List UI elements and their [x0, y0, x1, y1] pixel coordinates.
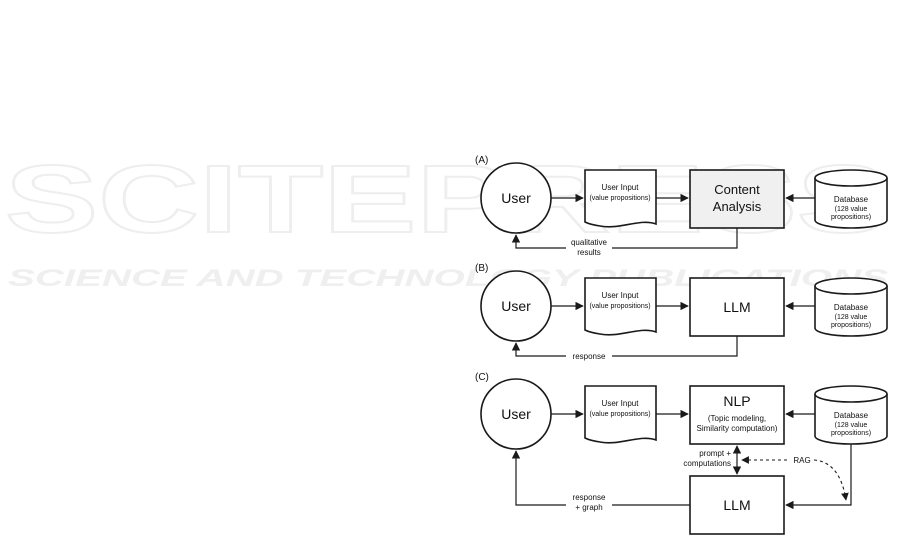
nlp-detail-2: Similarity computation) — [697, 424, 778, 433]
nlp-title: NLP — [723, 393, 750, 409]
content-analysis-label-1: Content — [714, 182, 760, 197]
database-sublabel-1: (128 value — [835, 314, 868, 321]
database-node — [814, 169, 888, 229]
database-sublabel-2: propositions) — [831, 214, 871, 221]
user-input-sublabel: (value propositions) — [589, 195, 650, 202]
feedback-label-2: + graph — [575, 503, 602, 512]
prompt-label-1: prompt + — [699, 449, 731, 458]
user-input-sublabel: (value propositions) — [589, 411, 650, 418]
database-sublabel-1: (128 value — [835, 206, 868, 213]
user-label: User — [501, 406, 531, 422]
user-input-label: User Input — [602, 183, 640, 192]
database-sublabel-2: propositions) — [831, 322, 871, 329]
database-sublabel-1: (128 value — [835, 422, 868, 429]
feedback-line-right — [612, 228, 738, 249]
panel-a-label: (A) — [475, 155, 488, 166]
content-analysis-label-2: Analysis — [713, 199, 762, 214]
content-analysis-box — [689, 169, 785, 229]
llm-label: LLM — [723, 299, 750, 315]
feedback-label-1: response — [573, 493, 606, 502]
user-label: User — [501, 298, 531, 314]
prompt-label-2: computations — [683, 459, 731, 468]
database-node — [814, 277, 888, 337]
panel-b: (B) User User Input (value propositions)… — [475, 263, 888, 361]
user-input-document — [584, 385, 657, 444]
feedback-label-2: results — [577, 248, 601, 257]
database-label: Database — [834, 303, 869, 312]
feedback-arrow-left — [511, 450, 566, 506]
feedback-arrow-left — [511, 234, 566, 249]
panel-c: (C) User User Input (value propositions)… — [475, 372, 888, 535]
feedback-arrow-left — [511, 342, 566, 357]
user-input-label: User Input — [602, 291, 640, 300]
feedback-label: response — [573, 352, 606, 361]
rag-dashed-right — [813, 459, 849, 501]
database-label: Database — [834, 411, 869, 420]
nlp-box — [689, 385, 785, 445]
user-input-sublabel: (value propositions) — [589, 303, 650, 310]
rag-label: RAG — [793, 456, 810, 465]
user-input-document — [584, 169, 657, 228]
user-input-document — [584, 277, 657, 336]
llm-box — [689, 475, 785, 535]
panel-b-label: (B) — [475, 263, 488, 274]
nlp-detail-1: (Topic modeling, — [708, 414, 766, 423]
panel-c-label: (C) — [475, 372, 489, 383]
database-sublabel-2: propositions) — [831, 430, 871, 437]
database-label: Database — [834, 195, 869, 204]
feedback-line-right — [612, 336, 738, 357]
arrow-database-to-llm — [785, 444, 852, 510]
database-node — [814, 385, 888, 445]
panel-a: (A) User User Input (value propositions)… — [475, 155, 888, 257]
user-label: User — [501, 190, 531, 206]
feedback-label-1: qualitative — [571, 238, 608, 247]
llm-label: LLM — [723, 497, 750, 513]
user-input-label: User Input — [602, 399, 640, 408]
